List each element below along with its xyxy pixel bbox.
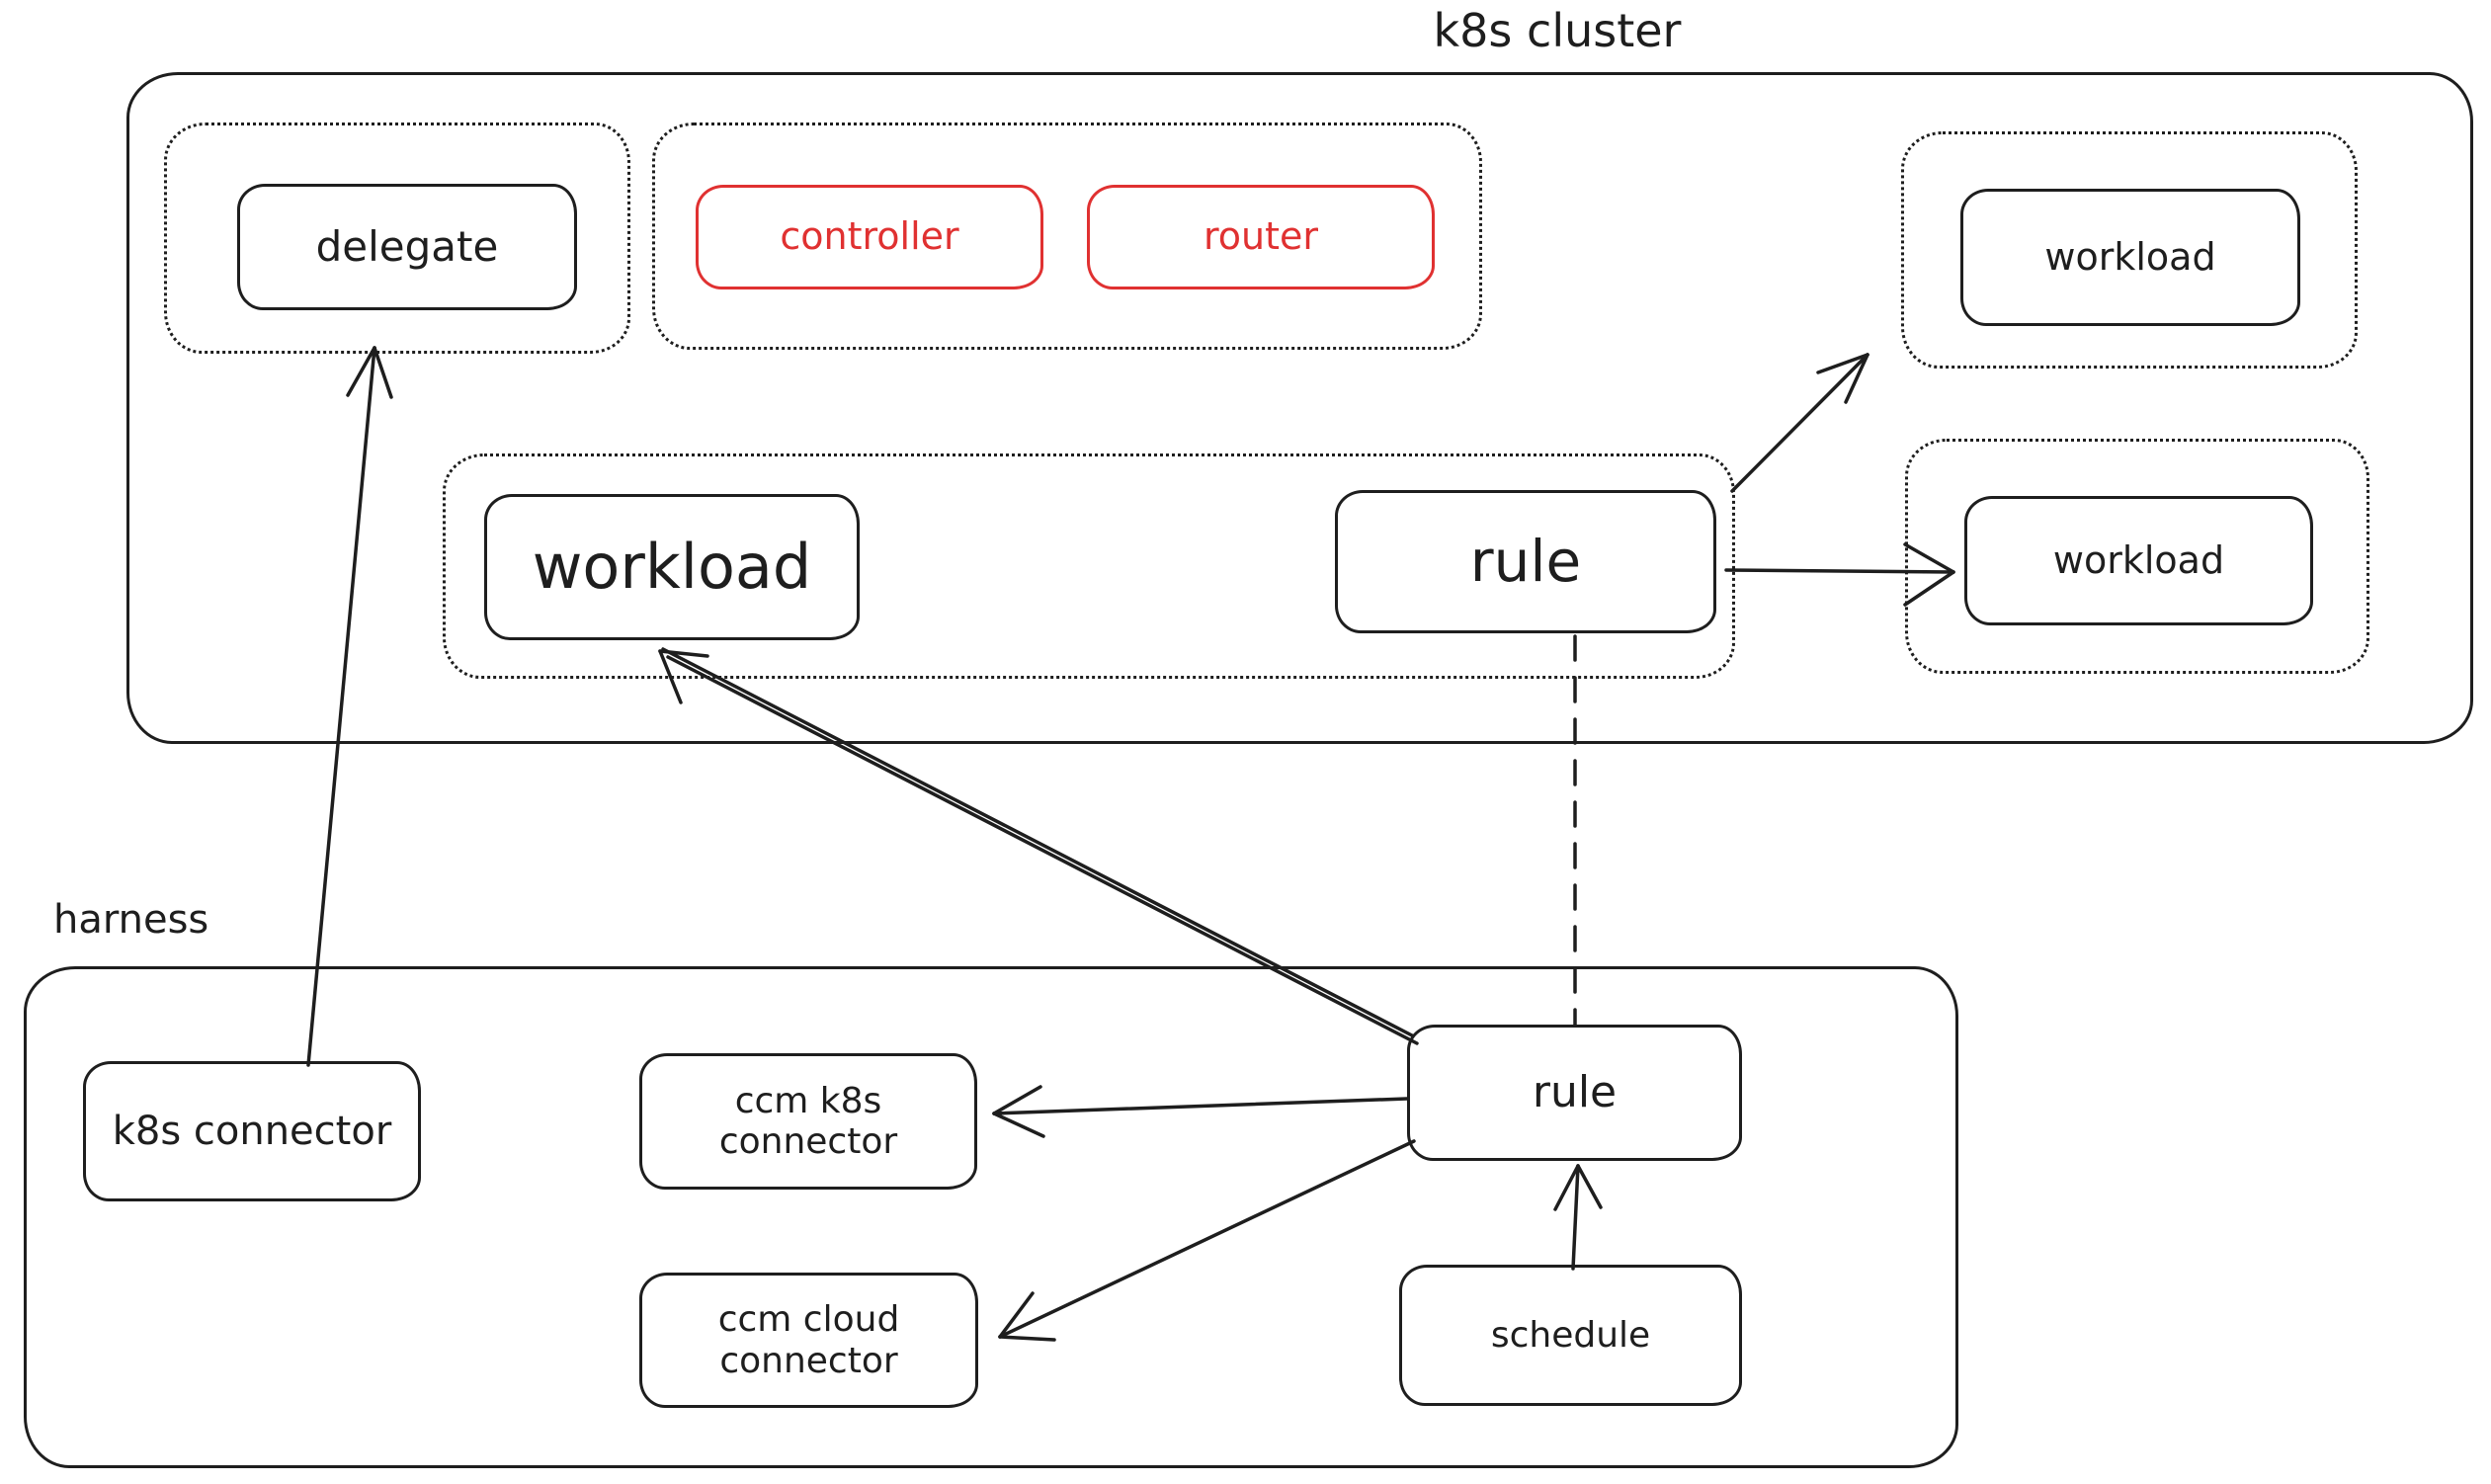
delegate-group (164, 123, 630, 354)
k8s-connector-box: k8s connector (83, 1061, 421, 1201)
delegate-box: delegate (237, 184, 577, 310)
ccm-k8s-connector-box: ccm k8s connector (639, 1053, 977, 1190)
workload-top-right-box: workload (1960, 189, 2300, 326)
controller-box: controller (696, 185, 1043, 289)
harness-title: harness (53, 897, 209, 943)
rule-harness-box: rule (1407, 1025, 1742, 1161)
ccm-cloud-connector-box: ccm cloud connector (639, 1273, 978, 1408)
workload-top-right-group (1901, 131, 2358, 369)
workload-right-box: workload (1964, 496, 2313, 625)
controller-router-group (652, 123, 1482, 350)
rule-k8s-box: rule (1335, 490, 1716, 633)
schedule-box: schedule (1399, 1265, 1742, 1406)
workload-main-box: workload (484, 494, 860, 640)
router-box: router (1087, 185, 1435, 289)
k8s-cluster-title: k8s cluster (1433, 4, 1682, 57)
